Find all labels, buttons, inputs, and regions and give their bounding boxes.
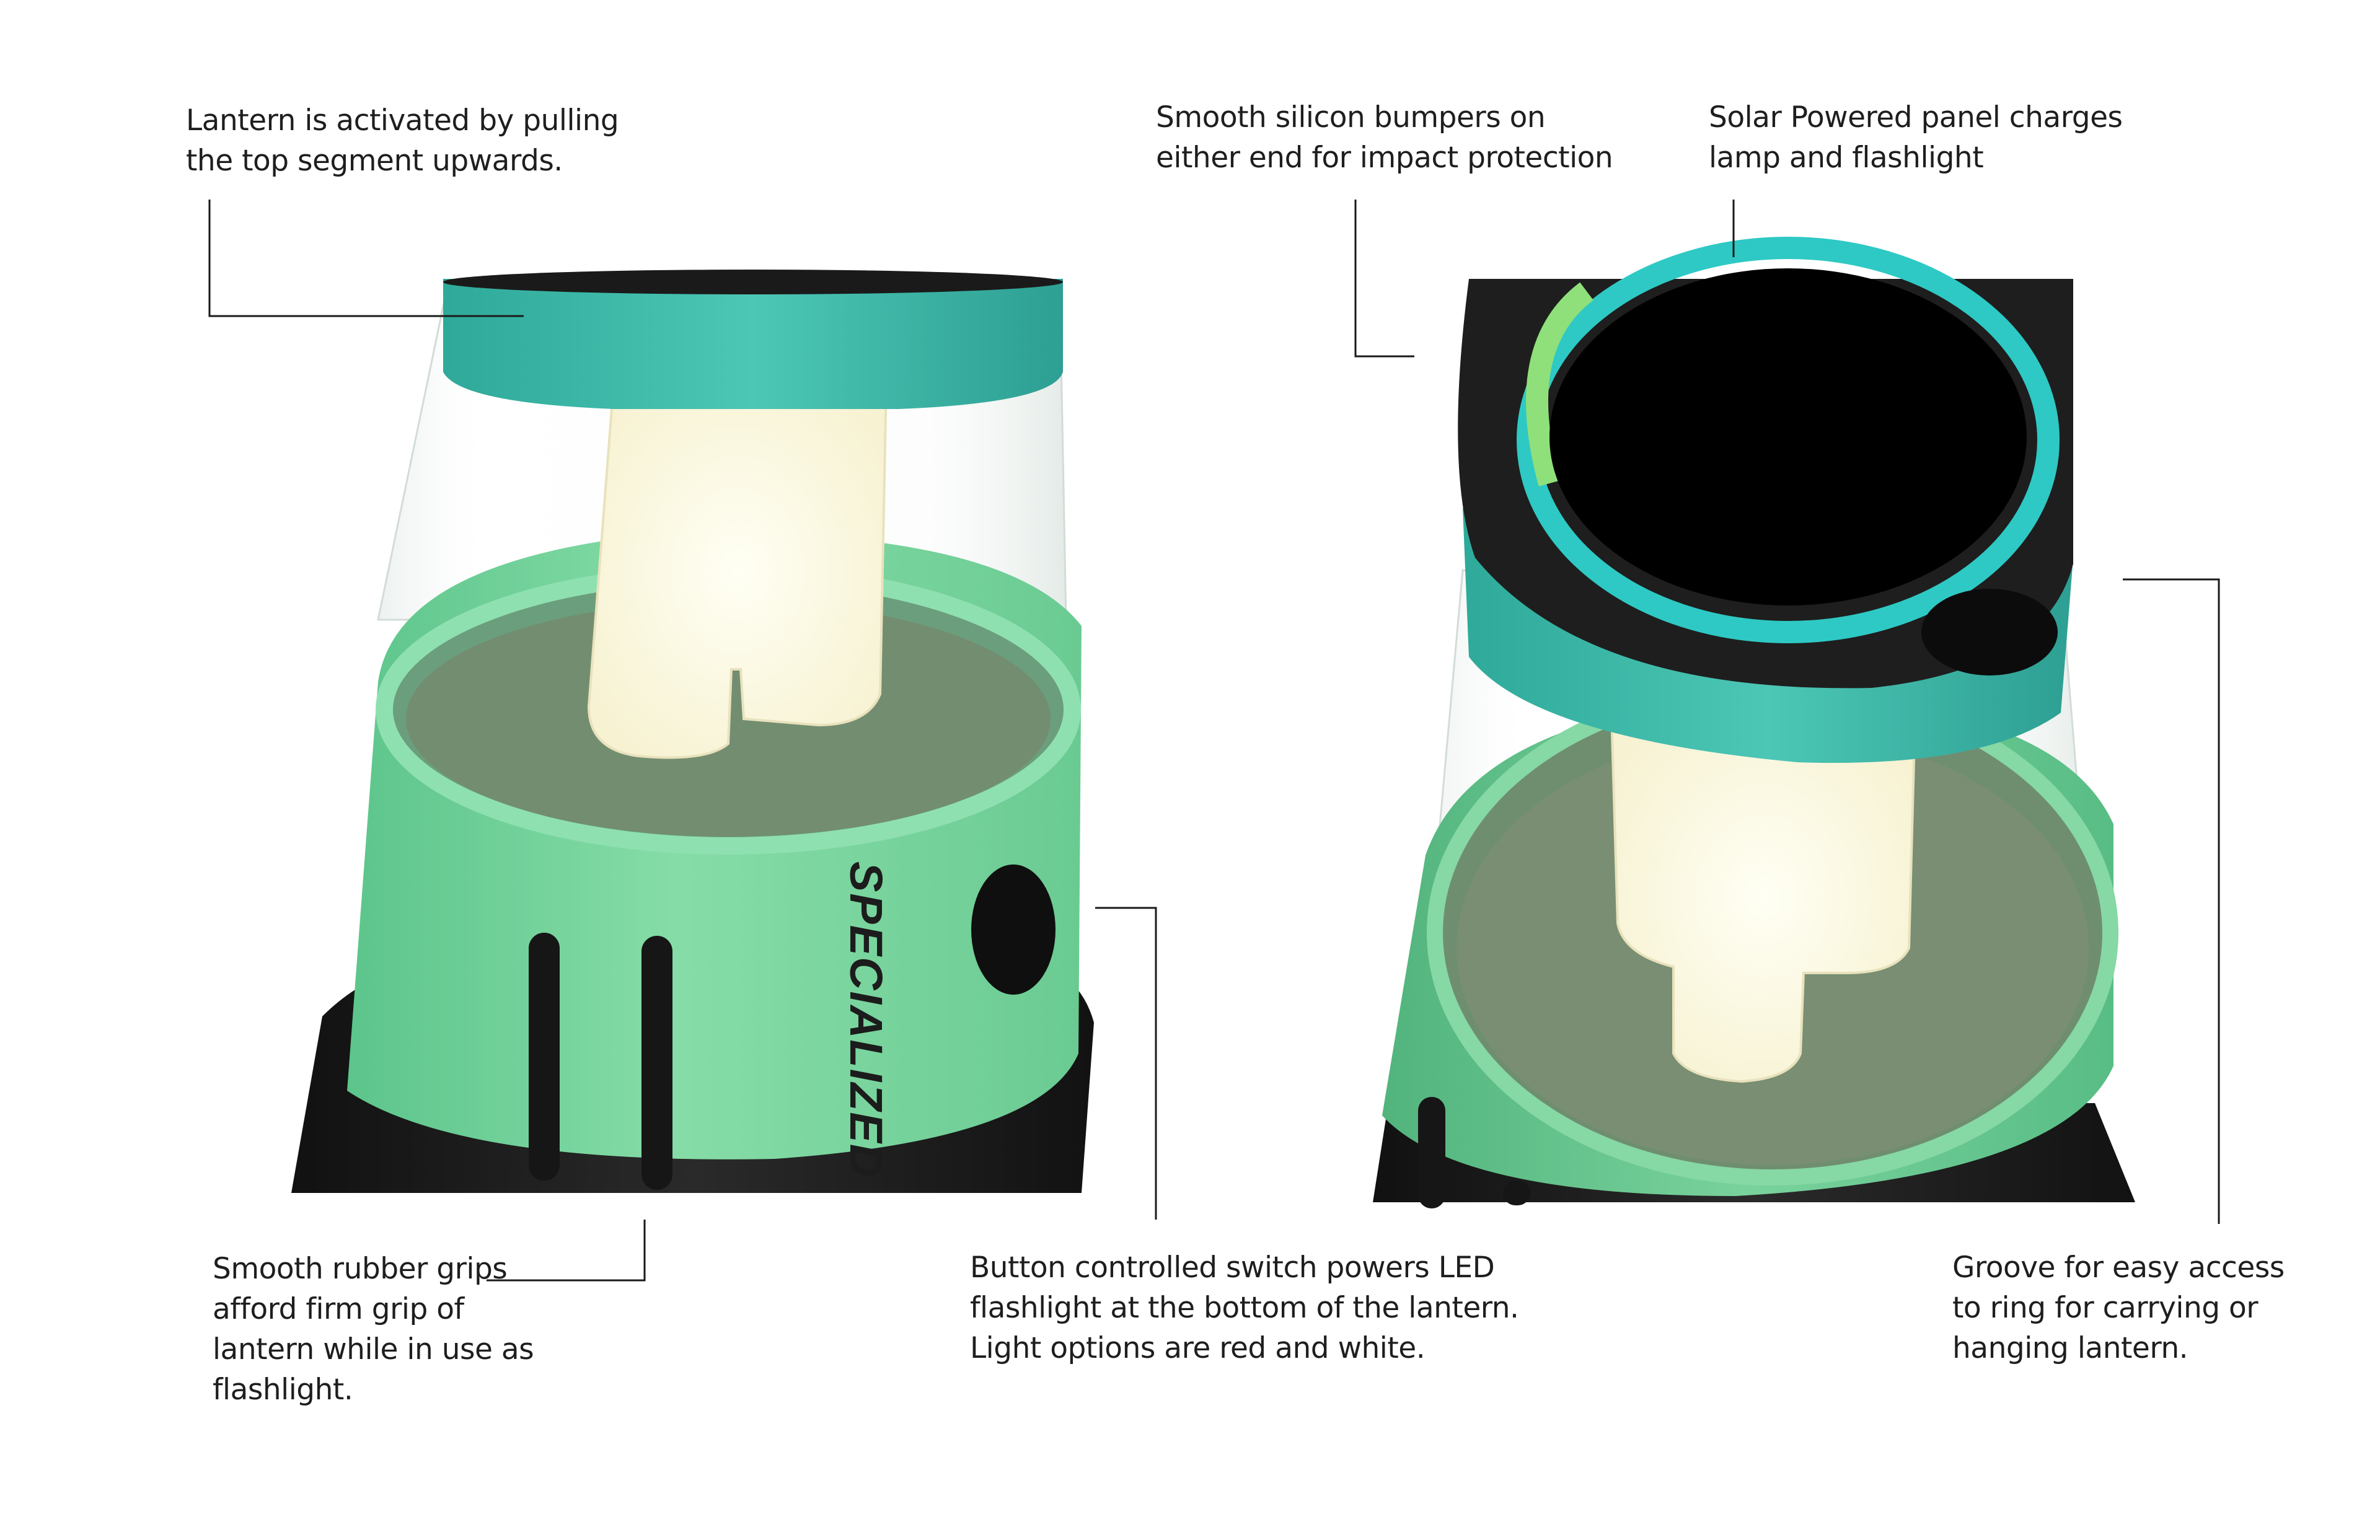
right-charge-indicator [1526, 282, 1594, 486]
left-lantern: SPECIALIZED [291, 270, 1094, 1193]
leader-lines [208, 200, 2220, 1282]
right-led-bulb [1610, 711, 1917, 1083]
right-solar-panel [1549, 268, 2027, 605]
callout-bumpers: Smooth silicon bumpers on either end for… [1156, 100, 1613, 175]
left-grip-slot-2 [641, 936, 672, 1190]
right-grip-slot-1 [1418, 1097, 1445, 1208]
leader-grips [487, 1220, 646, 1282]
leader-bumpers [1354, 200, 1414, 358]
callout-button: Button controlled switch powers LED flas… [970, 1251, 1519, 1365]
brand-logo: SPECIALIZED [840, 861, 892, 1178]
left-led-bulb [587, 383, 888, 759]
right-grip-slot-2 [1503, 1181, 1530, 1205]
callout-groove: Groove for easy access to ring for carry… [1952, 1251, 2285, 1365]
leader-button [1095, 907, 1157, 1220]
right-lantern [1373, 237, 2135, 1208]
left-grip-slot-1 [529, 933, 560, 1181]
left-flashlight-button [971, 865, 1056, 995]
right-ring-groove [1921, 589, 2058, 675]
left-teal-top [443, 279, 1063, 409]
callout-pull-top: Lantern is activated by pulling the top … [186, 103, 619, 178]
callout-solar: Solar Powered panel charges lamp and fla… [1709, 100, 2123, 175]
callout-grips: Smooth rubber grips afford firm grip of … [213, 1252, 534, 1407]
right-charge-ring [1517, 237, 2060, 643]
leader-pull-top [208, 200, 524, 317]
leader-groove [2123, 578, 2220, 1224]
